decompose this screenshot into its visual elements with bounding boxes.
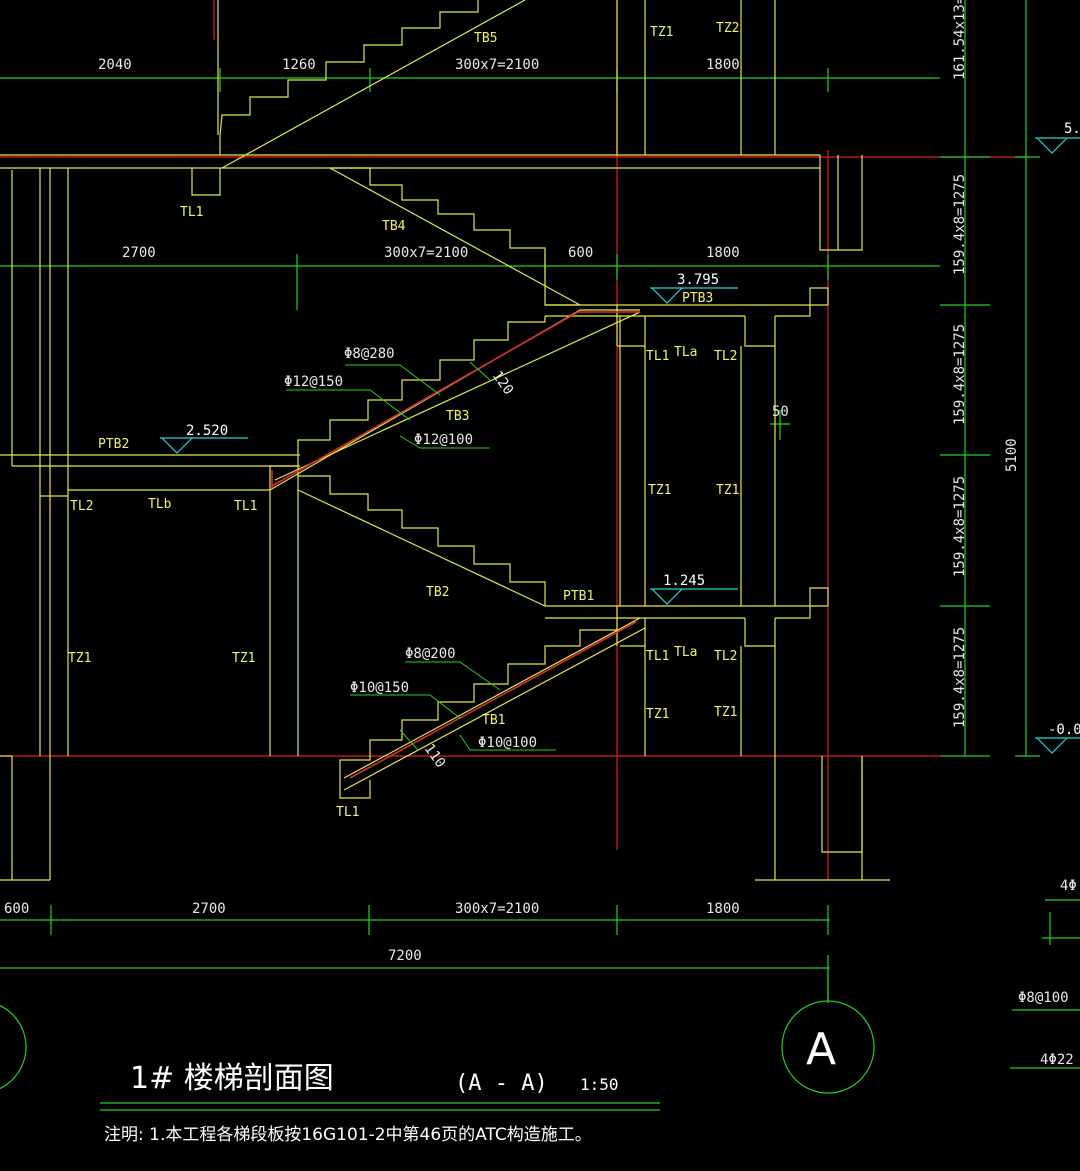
title-block: 1# 楼梯剖面图 (A - A) 1:50 注明: 1.本工程各梯段板按16G1… [100, 1061, 660, 1145]
dimension-lines [0, 0, 1080, 1094]
side-4phi: 4Φ [1060, 878, 1077, 894]
structure [0, 0, 890, 881]
dim-right-step-2: 159.4x8=1275 [952, 174, 968, 275]
label-beam-9: TL2 [714, 649, 737, 664]
dim-mid-4: 1800 [706, 245, 740, 261]
label-beam-7: TL1 [646, 349, 669, 364]
rebar-tb3-dist: Φ12@150 [284, 374, 343, 390]
label-col-3: TZ1 [648, 483, 671, 498]
label-col-8: TZ1 [714, 705, 737, 720]
label-beam-11: TL1 [336, 805, 359, 820]
side-phi8-100: Φ8@100 [1018, 990, 1069, 1006]
rebar-tb3-top: Φ8@280 [344, 346, 395, 362]
label-beam-8: TLa [674, 645, 697, 660]
level-2520: 2.520 [186, 423, 228, 439]
label-tb1: TB1 [482, 713, 505, 728]
dim-top-4: 1800 [706, 57, 740, 73]
label-tb4: TB4 [382, 219, 406, 234]
label-col-1: TZ1 [650, 25, 673, 40]
rebar-tb1-thick: 110 [421, 741, 449, 771]
leaders [286, 361, 556, 751]
label-beam-6: TL2 [714, 349, 737, 364]
dim-total: 7200 [388, 948, 422, 964]
dim-right-step-1: 161.54x13=2100 [952, 0, 968, 80]
label-col-7: TZ1 [646, 707, 669, 722]
level-top-right: 5.0 [1064, 121, 1080, 137]
drawing-section: (A - A) [455, 1071, 548, 1096]
dim-right-step-3: 159.4x8=1275 [952, 324, 968, 425]
label-tb3: TB3 [446, 409, 469, 424]
dim-top-2: 1260 [282, 57, 316, 73]
label-col-5: TZ1 [68, 651, 91, 666]
drawing-note: 注明: 1.本工程各梯段板按16G101-2中第46页的ATC构造施工。 [104, 1125, 592, 1145]
rebar-labels: Φ8@280 Φ12@150 Φ12@100 120 Φ8@200 Φ10@15… [284, 346, 537, 771]
label-ptb1: PTB1 [563, 589, 594, 604]
rebar-tb1-dist: Φ10@150 [350, 680, 409, 696]
drawing-scale: 1:50 [580, 1075, 619, 1094]
axis-bubble-label: A [806, 1024, 836, 1075]
dim-right-overall: 5100 [1004, 438, 1020, 472]
drawing-title: 1# 楼梯剖面图 [130, 1061, 334, 1096]
dim-mid-2: 300x7=2100 [384, 245, 468, 261]
label-col-2: TZ2 [716, 21, 739, 36]
dim-top-1: 2040 [98, 57, 132, 73]
label-beam-2: TL2 [70, 499, 93, 514]
dim-gap-50: 50 [772, 404, 789, 420]
label-beam-5: TLa [674, 345, 697, 360]
label-beam-4: TL1 [234, 499, 257, 514]
rebar [271, 311, 640, 779]
label-beam-1: TL1 [180, 205, 203, 220]
member-labels: TB5 TB4 TB3 TB2 TB1 PTB3 PTB2 PTB1 TL1 T… [68, 21, 739, 820]
rebar-tb1-top: Φ8@200 [405, 646, 456, 662]
rebar-tb3-thick: 120 [489, 368, 517, 398]
level-3795: 3.795 [677, 272, 719, 288]
label-beam-3: TLb [148, 497, 172, 512]
label-tb2: TB2 [426, 585, 449, 600]
dim-right-step-5: 159.4x8=1275 [952, 627, 968, 728]
dim-top-3: 300x7=2100 [455, 57, 539, 73]
side-detail-labels: 4Φ Φ8@100 4Φ22 [1018, 878, 1077, 1068]
level-marks [160, 137, 1080, 754]
dim-bot-1: 600 [4, 901, 29, 917]
label-ptb3: PTB3 [682, 291, 713, 306]
dimension-texts: 2040 1260 300x7=2100 1800 2700 300x7=210… [4, 0, 1020, 964]
dim-mid-1: 2700 [122, 245, 156, 261]
level-minus: -0.03 [1048, 722, 1080, 738]
dim-bot-4: 1800 [706, 901, 740, 917]
level-1245: 1.245 [663, 573, 705, 589]
label-ptb2: PTB2 [98, 437, 129, 452]
level-texts: 3.795 2.520 1.245 -0.03 5.0 [186, 121, 1080, 738]
label-col-4: TZ1 [716, 483, 739, 498]
dim-mid-3: 600 [568, 245, 593, 261]
rebar-tb1-bottom: Φ10@100 [478, 735, 537, 751]
rebar-tb3-bottom: Φ12@100 [414, 432, 473, 448]
side-4phi22: 4Φ22 [1040, 1052, 1074, 1068]
label-col-6: TZ1 [232, 651, 255, 666]
dim-bot-2: 2700 [192, 901, 226, 917]
label-beam-10: TL1 [646, 649, 669, 664]
dim-right-step-4: 159.4x8=1275 [952, 476, 968, 577]
label-tb5: TB5 [474, 31, 497, 46]
dim-bot-3: 300x7=2100 [455, 901, 539, 917]
